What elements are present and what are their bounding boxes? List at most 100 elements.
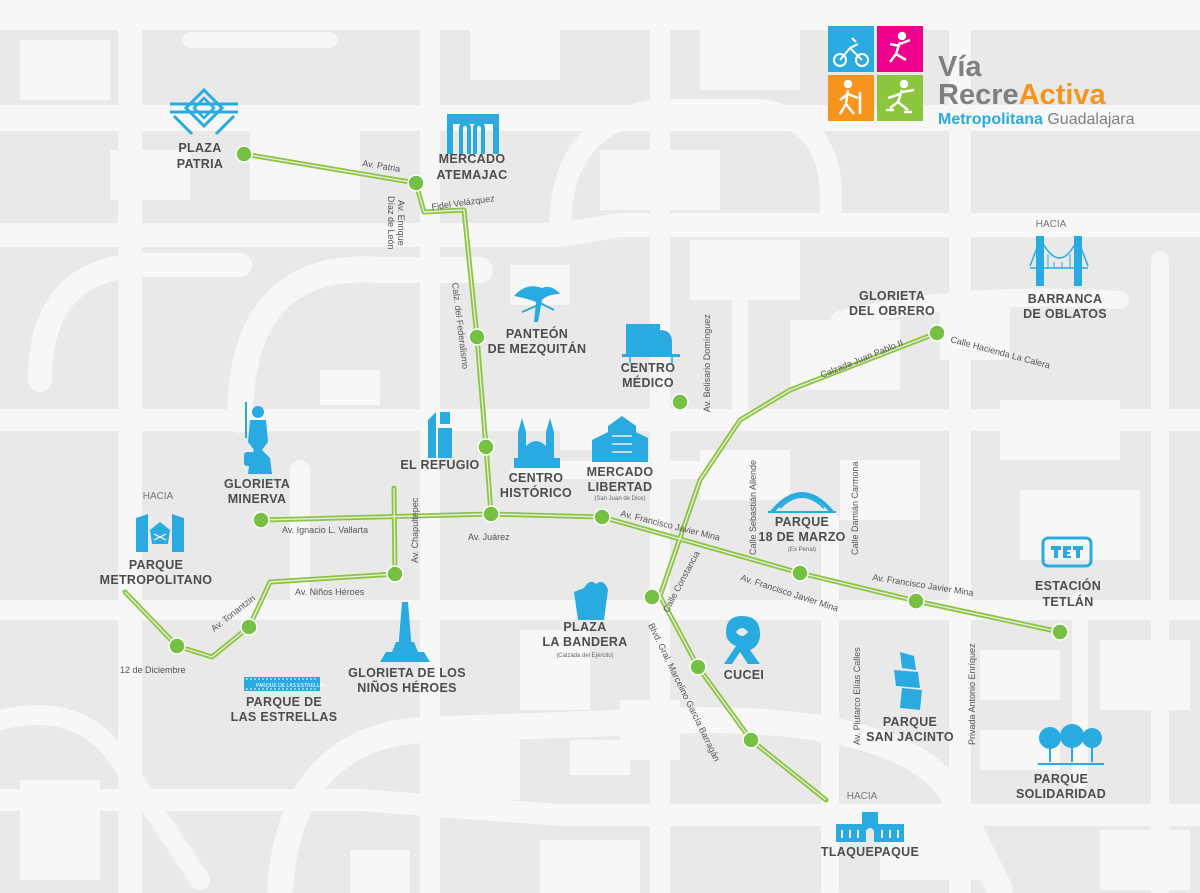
logo-subtitle-metropolitana: Metropolitana (938, 111, 1043, 128)
label-estrellas-1: PARQUE DE (246, 695, 322, 709)
label-atemajac-2: ATEMAJAC (437, 168, 508, 182)
cathedral-icon (514, 418, 560, 468)
label-bandera-1: PLAZA (563, 620, 606, 634)
street-12-diciembre: 12 de Diciembre (120, 665, 186, 675)
stop-panteon[interactable] (468, 328, 486, 346)
estrellas-banner-text: PARQUE DE LAS ESTRELLAS (256, 683, 327, 689)
label-18-marzo-sub: (Ex Penal) (788, 547, 816, 553)
walker-icon (838, 79, 862, 115)
stop-12-diciembre[interactable] (168, 637, 186, 655)
monument-icon (380, 602, 430, 662)
route-stops (168, 145, 1069, 749)
label-panteon-1: PANTEÓN (506, 326, 568, 341)
eagle-icon (574, 581, 608, 620)
street-calles: Av. Plutarco Elías Calles (852, 647, 862, 745)
label-tlaquepaque-hacia: HACIA (847, 791, 878, 802)
label-barranca-hacia: HACIA (1036, 219, 1067, 230)
label-barranca-1: BARRANCA (1028, 292, 1103, 306)
street-ninos-heroes: Av. Niños Héroes (295, 587, 365, 597)
street-belisario: Av. Belisario Domínguez (702, 314, 712, 412)
label-solidaridad-2: SOLIDARIDAD (1016, 787, 1106, 801)
stop-parque-18[interactable] (791, 564, 809, 582)
label-panteon-2: DE MEZQUITÁN (488, 341, 587, 356)
street-av-patria: Av. Patria (362, 158, 401, 174)
stop-cucei[interactable] (689, 658, 707, 676)
label-libertad-2: LIBERTAD (588, 480, 653, 494)
label-historico-2: HISTÓRICO (500, 485, 572, 500)
label-ninos-heroes-1: GLORIETA DE LOS (348, 666, 466, 680)
label-historico-1: CENTRO (509, 471, 564, 485)
label-obrero-1: GLORIETA (859, 289, 925, 303)
film-strip-icon: PARQUE DE LAS ESTRELLAS (244, 677, 327, 691)
stop-barragan[interactable] (742, 731, 760, 749)
street-juarez: Av. Juárez (468, 532, 510, 542)
street-vallarta: Av. Ignacio L. Vallarta (282, 525, 368, 535)
label-metropolitano-2: METROPOLITANO (100, 573, 213, 587)
label-tlaquepaque: TLAQUEPAQUE (821, 845, 919, 859)
refugio-icon (428, 412, 452, 458)
stop-minerva[interactable] (252, 511, 270, 529)
logo-subtitle: Metropolitana Guadalajara (938, 111, 1135, 128)
label-solidaridad-1: PARQUE (1034, 772, 1088, 786)
label-centro-medico-2: MÉDICO (622, 375, 674, 390)
label-tetlan-2: TETLÁN (1042, 594, 1093, 609)
stop-tetlan[interactable] (1051, 623, 1069, 641)
street-enrique-1: Av. Enrique (396, 200, 406, 246)
market-arches-icon (447, 114, 499, 154)
stop-av-juarez[interactable] (482, 505, 500, 523)
label-plaza-patria-2: PATRIA (177, 157, 223, 171)
label-san-jacinto-1: PARQUE (883, 715, 937, 729)
logo-title-recre: Recre (938, 79, 1019, 111)
cucei-logo-icon (724, 616, 760, 664)
label-libertad-1: MERCADO (587, 465, 654, 479)
stop-tonantzin[interactable] (240, 618, 258, 636)
tree-icon (514, 286, 560, 322)
label-plaza-patria-1: PLAZA (178, 141, 221, 155)
stop-plaza-patria[interactable] (235, 145, 253, 163)
label-cucei: CUCEI (724, 668, 764, 682)
street-chapultepec: Av. Chapultepec (410, 497, 420, 563)
label-18-marzo-1: PARQUE (775, 515, 829, 529)
arch-dome-icon (768, 492, 836, 514)
label-bandera-sub: (Calzada del Ejército) (556, 653, 613, 659)
logo-title-activa: Activa (1019, 79, 1107, 111)
stop-mercado-libertad[interactable] (593, 508, 611, 526)
label-obrero-2: DEL OBRERO (849, 304, 935, 318)
street-allende: Calle Sebastián Allende (748, 460, 758, 555)
minerva-statue-icon (244, 402, 272, 474)
stacked-blocks-icon (894, 652, 922, 710)
label-minerva-2: MINERVA (228, 492, 287, 506)
logo-title-via: Vía (938, 51, 982, 83)
stop-ninos-heroes[interactable] (386, 565, 404, 583)
label-tetlan-1: ESTACIÓN (1035, 578, 1101, 593)
hospital-icon (622, 324, 680, 363)
label-ninos-heroes-2: NIÑOS HÉROES (357, 680, 456, 695)
tlaquepaque-building-icon (836, 812, 904, 842)
label-metropolitano-hacia: HACIA (143, 491, 174, 502)
logo-title-recreactiva: RecreActiva (938, 79, 1107, 111)
label-metropolitano-1: PARQUE (129, 558, 183, 572)
bridge-icon (1029, 236, 1089, 286)
stop-glorieta-obrero[interactable] (928, 324, 946, 342)
via-recreactiva-logo: Vía RecreActiva Metropolitana Guadalajar… (828, 26, 1135, 128)
label-atemajac-1: MERCADO (439, 152, 506, 166)
street-carmona: Calle Damián Carmona (850, 461, 860, 555)
runner-icon (889, 31, 911, 63)
stop-atemajac[interactable] (407, 174, 425, 192)
cyclist-icon (833, 37, 869, 67)
label-centro-medico-1: CENTRO (621, 361, 676, 375)
stop-mina[interactable] (907, 592, 925, 610)
plaza-patria-icon (170, 87, 238, 136)
stop-centro-medico[interactable] (671, 393, 689, 411)
label-barranca-2: DE OBLATOS (1023, 307, 1107, 321)
street-enrique-2: Díaz de León (386, 196, 396, 250)
street-enriquez: Privada Antonio Enríquez (967, 643, 977, 745)
label-libertad-sub: (San Juan de Dios) (594, 496, 645, 502)
label-bandera-2: LA BANDERA (542, 635, 627, 649)
place-labels: PLAZA PATRIA MERCADO ATEMAJAC PANTEÓN DE… (100, 141, 1107, 859)
market-building-icon (592, 416, 648, 462)
label-minerva-1: GLORIETA (224, 477, 290, 491)
stop-centro-historico[interactable] (477, 438, 495, 456)
stop-constancia[interactable] (643, 588, 661, 606)
